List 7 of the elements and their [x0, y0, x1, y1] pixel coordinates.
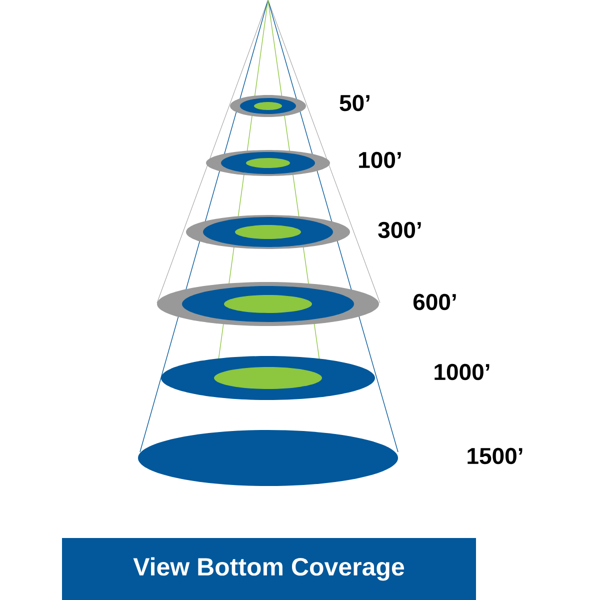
depth-label: 300’ — [378, 222, 421, 238]
depth-label: 50’ — [340, 94, 370, 112]
caption-band: View Bottom Coverage — [62, 538, 476, 600]
depth-label: 600’ — [413, 294, 456, 310]
depth-label: 1500’ — [468, 448, 522, 464]
depth-label: 100’ — [359, 152, 401, 168]
depth-label: 1000’ — [434, 364, 490, 380]
